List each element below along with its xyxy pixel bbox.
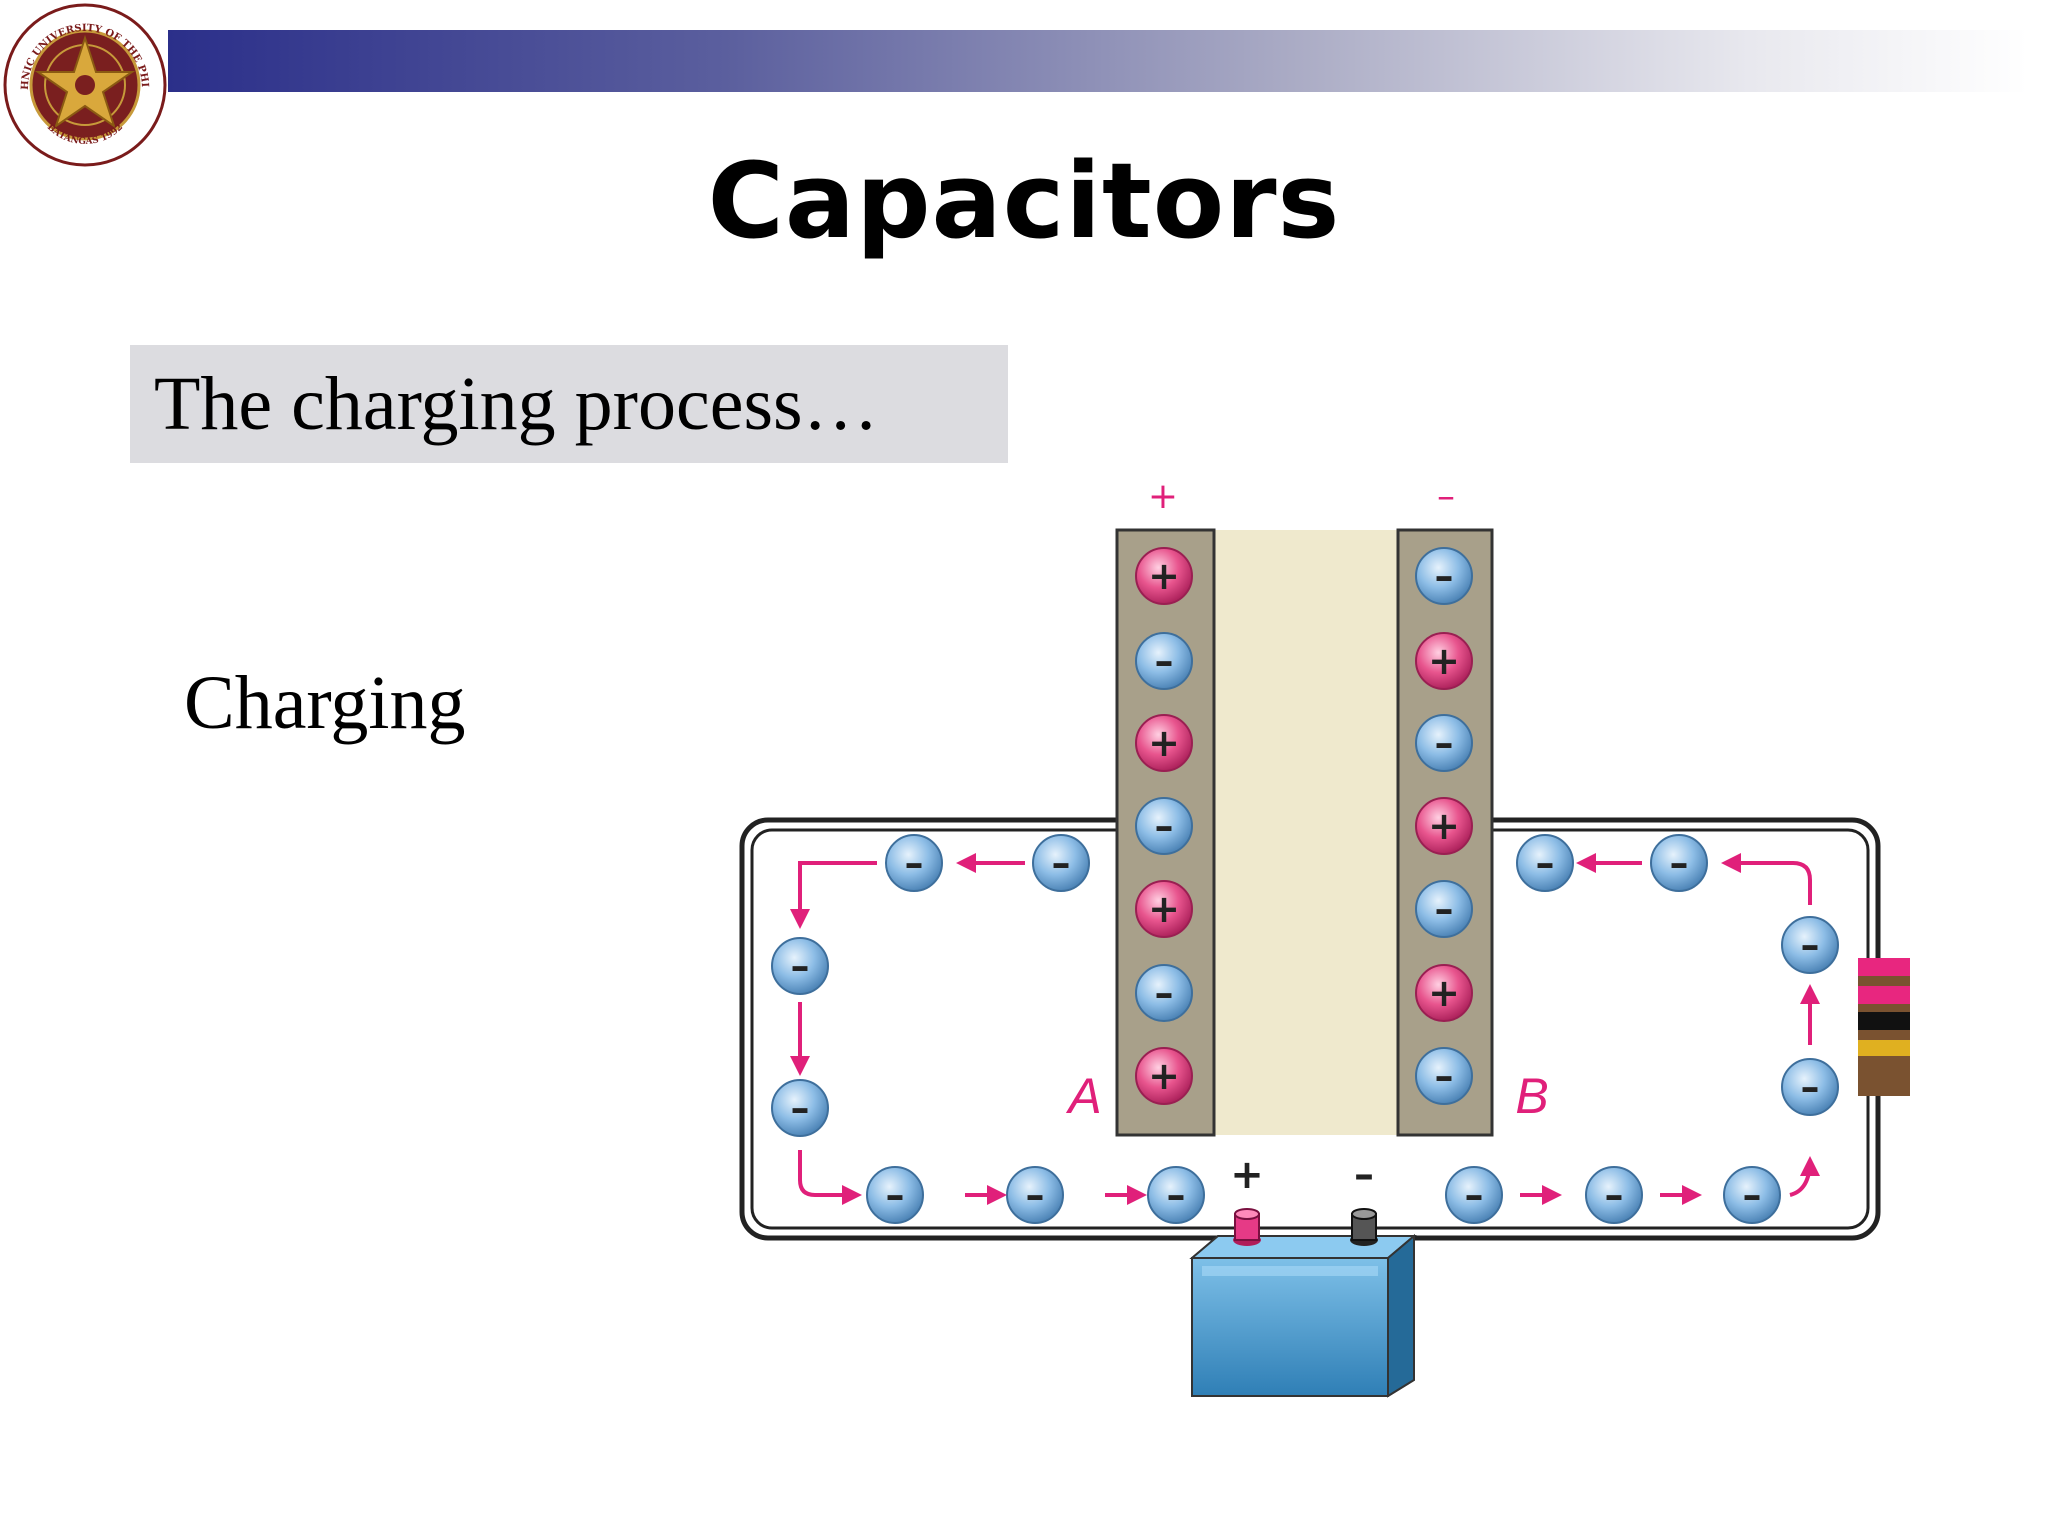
plate-b-charge: + [1415, 797, 1473, 855]
svg-text:–: – [1052, 841, 1071, 885]
wire-electron: – [866, 1166, 924, 1224]
battery-minus-label: – [1354, 1152, 1374, 1198]
wire-electron: – [1445, 1166, 1503, 1224]
wire-electron: – [1006, 1166, 1064, 1224]
plate-b-charge: – [1415, 714, 1473, 772]
svg-text:–: – [1155, 971, 1174, 1015]
svg-text:–: – [1435, 887, 1454, 931]
wire-electron: – [885, 834, 943, 892]
plate-b-charge: – [1415, 880, 1473, 938]
wire-electron: – [1723, 1166, 1781, 1224]
plate-a-charge: – [1135, 797, 1193, 855]
plate-b-label: B [1515, 1068, 1548, 1124]
wire-electron: – [771, 937, 829, 995]
subtitle-text: The charging process… [154, 362, 879, 446]
plate-a-charge: – [1135, 632, 1193, 690]
svg-text:+: + [1148, 721, 1180, 765]
slide-title: Capacitors [707, 140, 1341, 262]
svg-text:–: – [1155, 804, 1174, 848]
plate-b-charge: + [1415, 964, 1473, 1022]
wire-electron: – [1585, 1166, 1643, 1224]
svg-text:–: – [1670, 841, 1689, 885]
plate-a-charge: + [1135, 1047, 1193, 1105]
resistor-bands [1858, 958, 1910, 1096]
svg-text:–: – [1465, 1173, 1484, 1217]
svg-text:–: – [1743, 1173, 1762, 1217]
plate-b-charge: + [1415, 632, 1473, 690]
plate-a-charge: + [1135, 880, 1193, 938]
svg-text:–: – [1435, 721, 1454, 765]
svg-text:–: – [1605, 1173, 1624, 1217]
plate-a-label: A [1065, 1068, 1101, 1124]
svg-text:+: + [1148, 1054, 1180, 1098]
plate-a-charge: – [1135, 964, 1193, 1022]
svg-text:+: + [1428, 639, 1460, 683]
svg-text:–: – [791, 944, 810, 988]
plate-a-charge: + [1135, 714, 1193, 772]
wire-electron: – [1781, 916, 1839, 974]
flow-arrows [790, 853, 1820, 1205]
wire-electron: – [1516, 834, 1574, 892]
svg-text:–: – [1167, 1173, 1186, 1217]
battery-plus-label: + [1230, 1152, 1264, 1198]
wire-electron: – [771, 1079, 829, 1137]
svg-text:–: – [1536, 841, 1555, 885]
subtitle-box: The charging process… [130, 345, 1008, 463]
plate-b-polarity: – [1437, 476, 1455, 517]
svg-text:–: – [791, 1086, 810, 1130]
body-label-charging: Charging [184, 661, 466, 745]
battery [1189, 1208, 1417, 1398]
svg-text:–: – [1435, 554, 1454, 598]
svg-text:–: – [1801, 923, 1820, 967]
svg-text:–: – [1435, 1054, 1454, 1098]
university-seal-logo: POLYTECHNIC UNIVERSITY OF THE PHILIPPINE… [0, 0, 167, 167]
svg-text:–: – [905, 841, 924, 885]
plate-a-polarity: + [1148, 476, 1178, 517]
wire-electron: – [1147, 1166, 1205, 1224]
dielectric [1214, 530, 1398, 1135]
svg-text:+: + [1148, 887, 1180, 931]
plate-a-charge: + [1135, 547, 1193, 605]
svg-text:–: – [1026, 1173, 1045, 1217]
svg-text:–: – [886, 1173, 905, 1217]
svg-text:–: – [1155, 639, 1174, 683]
wire-electron: – [1781, 1058, 1839, 1116]
wire-electron: – [1032, 834, 1090, 892]
header-gradient-bar [168, 30, 2028, 92]
plate-b-charge: – [1415, 547, 1473, 605]
svg-text:+: + [1428, 971, 1460, 1015]
svg-text:+: + [1428, 804, 1460, 848]
svg-text:–: – [1801, 1065, 1820, 1109]
wire-electron: – [1650, 834, 1708, 892]
plate-b-charge: – [1415, 1047, 1473, 1105]
svg-text:+: + [1148, 554, 1180, 598]
